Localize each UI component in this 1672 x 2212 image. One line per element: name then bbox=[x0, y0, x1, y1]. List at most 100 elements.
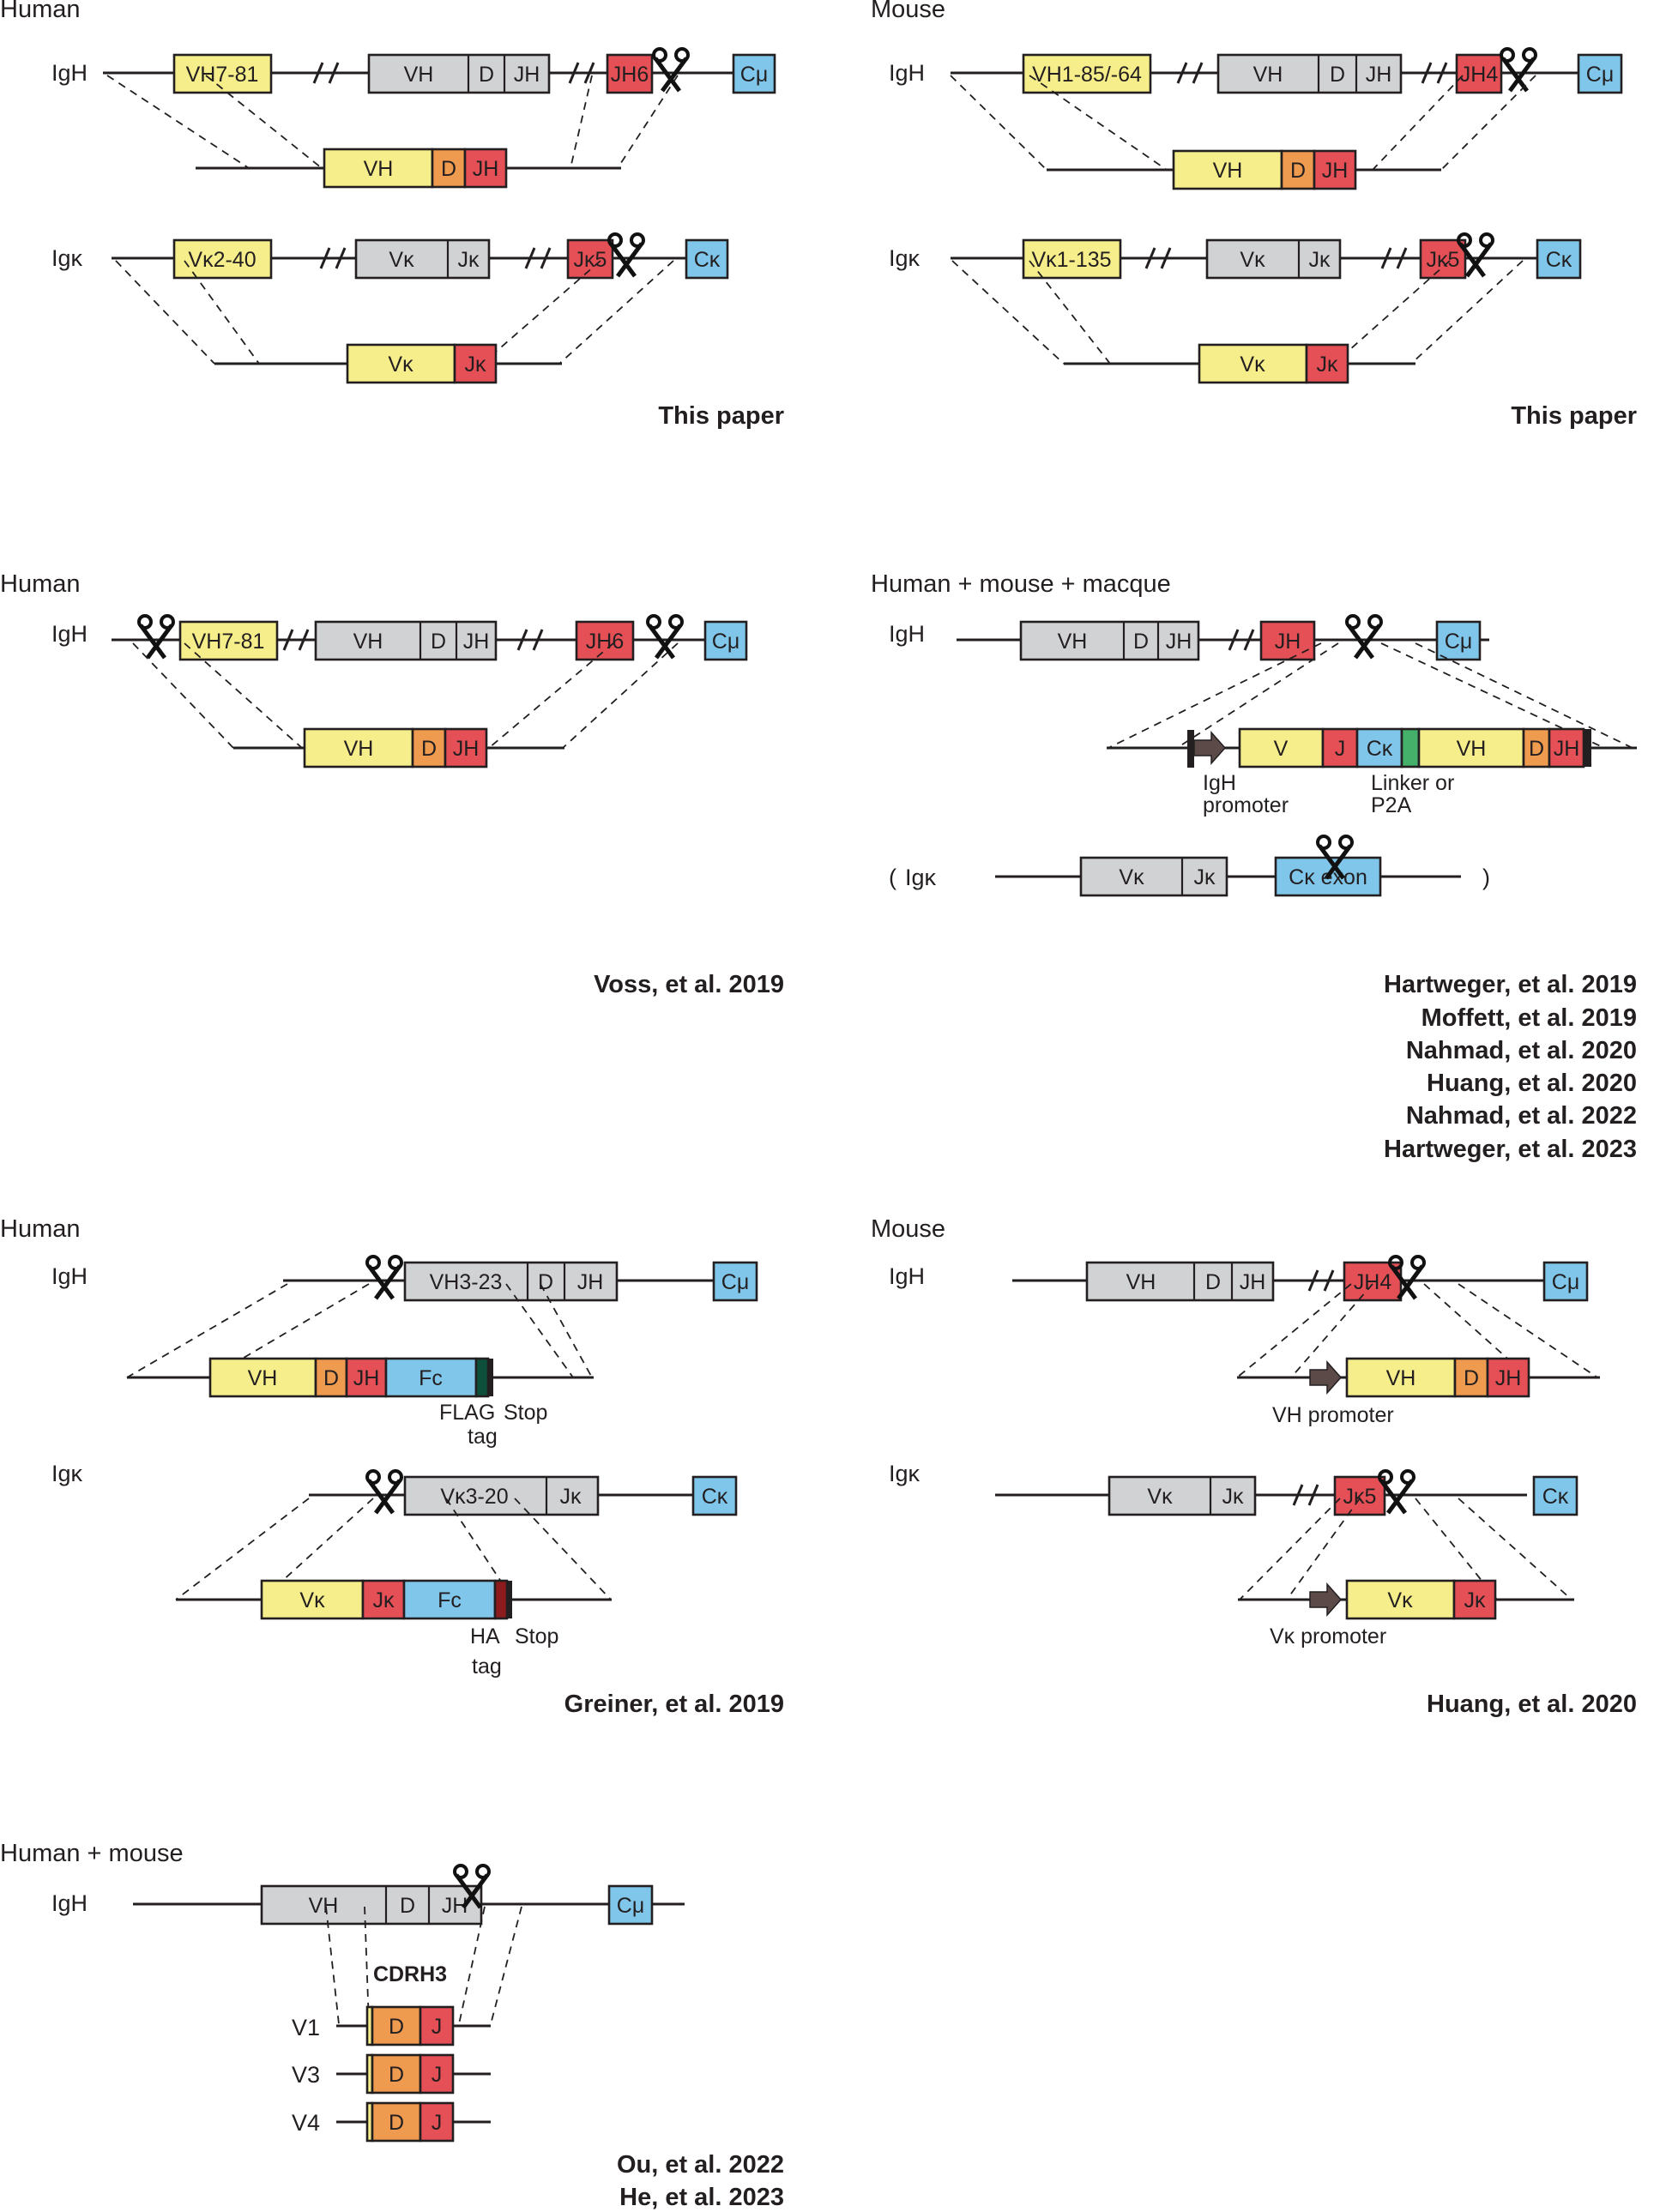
svg-text:Vκ: Vκ bbox=[389, 248, 414, 272]
svg-text:Cκ: Cκ bbox=[1367, 737, 1393, 761]
promoter-arrow-icon bbox=[1309, 1583, 1342, 1616]
svg-text:Cκ: Cκ bbox=[702, 1485, 728, 1509]
svg-text:JH6: JH6 bbox=[611, 63, 649, 87]
svg-text:VH7-81: VH7-81 bbox=[186, 63, 259, 87]
svg-text:Stop: Stop bbox=[504, 1401, 547, 1425]
svg-text:VH: VH bbox=[1386, 1366, 1416, 1390]
svg-text:D: D bbox=[1133, 630, 1149, 654]
svg-text:VH: VH bbox=[1126, 1270, 1156, 1294]
svg-text:JH: JH bbox=[1322, 159, 1349, 183]
svg-text:Vκ promoter: Vκ promoter bbox=[1270, 1624, 1386, 1648]
svg-text:tag: tag bbox=[472, 1654, 502, 1679]
svg-text:Vκ1-135: Vκ1-135 bbox=[1031, 248, 1111, 272]
svg-text:Cμ: Cμ bbox=[1552, 1270, 1579, 1294]
svg-text:D: D bbox=[389, 2063, 404, 2087]
svg-text:Igκ: Igκ bbox=[905, 865, 937, 890]
promoter-arrow-icon bbox=[1309, 1361, 1342, 1394]
svg-text:Jκ: Jκ bbox=[560, 1485, 582, 1509]
svg-text:D: D bbox=[1330, 63, 1345, 87]
svg-text:Nahmad, et al. 2020: Nahmad, et al. 2020 bbox=[1406, 1037, 1637, 1064]
svg-text:J: J bbox=[1335, 737, 1346, 761]
locus-label-igh: IgH bbox=[51, 60, 88, 86]
svg-text:FLAG: FLAG bbox=[439, 1401, 495, 1425]
svg-text:Mouse: Mouse bbox=[871, 0, 945, 23]
svg-text:JH: JH bbox=[1495, 1366, 1522, 1390]
panel-title: Human bbox=[0, 0, 81, 23]
svg-text:Cμ: Cμ bbox=[617, 1894, 644, 1918]
svg-text:Huang, et al. 2020: Huang, et al. 2020 bbox=[1427, 1691, 1637, 1718]
svg-text:VH promoter: VH promoter bbox=[1272, 1403, 1394, 1427]
svg-text:Cμ: Cμ bbox=[721, 1270, 749, 1294]
svg-text:Jκ: Jκ bbox=[1464, 1588, 1487, 1612]
svg-text:Igκ: Igκ bbox=[889, 1461, 921, 1486]
svg-text:Vκ: Vκ bbox=[388, 353, 413, 377]
svg-text:Jκ: Jκ bbox=[1317, 353, 1339, 377]
svg-text:Fc: Fc bbox=[438, 1588, 462, 1612]
svg-text:Jκ: Jκ bbox=[458, 248, 480, 272]
svg-text:VH: VH bbox=[364, 157, 394, 181]
svg-text:Cμ: Cμ bbox=[1445, 630, 1472, 654]
svg-text:D: D bbox=[389, 2111, 404, 2135]
svg-text:Greiner, et al. 2019: Greiner, et al. 2019 bbox=[564, 1691, 784, 1718]
svg-text:JH: JH bbox=[1240, 1270, 1266, 1294]
svg-text:V: V bbox=[1274, 737, 1289, 761]
ha-tag-segment bbox=[493, 1579, 509, 1620]
citation: This paper bbox=[658, 402, 784, 430]
panel-human-greiner: Human IgH VH3-23 D JH Cμ VH D JH Fc FLAG… bbox=[0, 1215, 784, 1718]
svg-text:Vκ: Vκ bbox=[1240, 353, 1265, 377]
svg-text:JH: JH bbox=[473, 157, 499, 181]
variant-label: V4 bbox=[292, 2110, 320, 2136]
svg-text:Hartweger, et al. 2023: Hartweger, et al. 2023 bbox=[1384, 1136, 1637, 1163]
svg-text:Jκ: Jκ bbox=[1309, 248, 1331, 272]
scissors-icon bbox=[367, 1471, 401, 1513]
svg-text:JH: JH bbox=[453, 737, 480, 761]
svg-text:JH: JH bbox=[514, 63, 540, 87]
svg-text:P2A: P2A bbox=[1371, 793, 1412, 817]
svg-text:J: J bbox=[432, 2063, 443, 2087]
svg-text:Vκ: Vκ bbox=[299, 1588, 325, 1612]
svg-text:Vκ: Vκ bbox=[1119, 865, 1144, 889]
svg-text:HA: HA bbox=[470, 1624, 500, 1648]
svg-text:JH: JH bbox=[463, 630, 490, 654]
panel-mouse-this-paper: Mouse IgH VH1-85/-64 VH D JH JH4 Cμ VH D… bbox=[871, 0, 1637, 430]
svg-text:Jκ: Jκ bbox=[465, 353, 487, 377]
svg-text:VH: VH bbox=[344, 737, 374, 761]
svg-text:D: D bbox=[1205, 1270, 1221, 1294]
scissors-icon bbox=[367, 1257, 401, 1299]
svg-text:Vκ3-20: Vκ3-20 bbox=[440, 1485, 508, 1509]
svg-text:VH1-85/-64: VH1-85/-64 bbox=[1032, 63, 1142, 87]
segment-vh7-81 bbox=[172, 53, 273, 94]
svg-text:J: J bbox=[432, 2111, 443, 2135]
svg-text:Vκ2-40: Vκ2-40 bbox=[188, 248, 256, 272]
svg-text:JH6: JH6 bbox=[586, 630, 624, 654]
svg-text:): ) bbox=[1482, 865, 1490, 890]
svg-text:Hartweger, et al. 2019: Hartweger, et al. 2019 bbox=[1384, 971, 1637, 998]
svg-text:J: J bbox=[432, 2015, 443, 2039]
svg-text:VH: VH bbox=[1058, 630, 1088, 654]
svg-text:VH: VH bbox=[1213, 159, 1243, 183]
svg-text:IgH: IgH bbox=[1203, 771, 1236, 795]
svg-text:JH: JH bbox=[1366, 63, 1392, 87]
svg-text:IgH: IgH bbox=[51, 621, 88, 647]
svg-text:Human: Human bbox=[0, 570, 81, 598]
linker-segment bbox=[1400, 727, 1421, 768]
svg-text:Cμ: Cμ bbox=[740, 63, 768, 87]
svg-text:Voss, et al. 2019: Voss, et al. 2019 bbox=[594, 971, 784, 998]
segment-vh-d-jh-germline bbox=[367, 53, 551, 94]
svg-text:IgH: IgH bbox=[51, 1890, 88, 1916]
panel-human-mouse-macque: Human + mouse + macque IgH VH D JH JH Cμ… bbox=[871, 570, 1637, 1163]
svg-text:Jκ5: Jκ5 bbox=[1343, 1485, 1377, 1509]
svg-text:Vκ: Vκ bbox=[1147, 1485, 1173, 1509]
svg-text:VH: VH bbox=[404, 63, 434, 87]
svg-text:Ou, et al. 2022: Ou, et al. 2022 bbox=[617, 2151, 784, 2179]
svg-text:Jκ5: Jκ5 bbox=[574, 248, 607, 272]
svg-text:D: D bbox=[1464, 1366, 1479, 1390]
panel-mouse-huang: Mouse IgH VH D JH JH4 Cμ VH D JH VH prom… bbox=[871, 1215, 1637, 1718]
svg-text:Vκ: Vκ bbox=[1240, 248, 1265, 272]
svg-text:VH: VH bbox=[353, 630, 383, 654]
svg-text:JH: JH bbox=[1275, 630, 1301, 654]
svg-text:IgH: IgH bbox=[889, 60, 925, 86]
locus-label-igk: Igκ bbox=[51, 245, 83, 271]
svg-text:D: D bbox=[1290, 159, 1306, 183]
